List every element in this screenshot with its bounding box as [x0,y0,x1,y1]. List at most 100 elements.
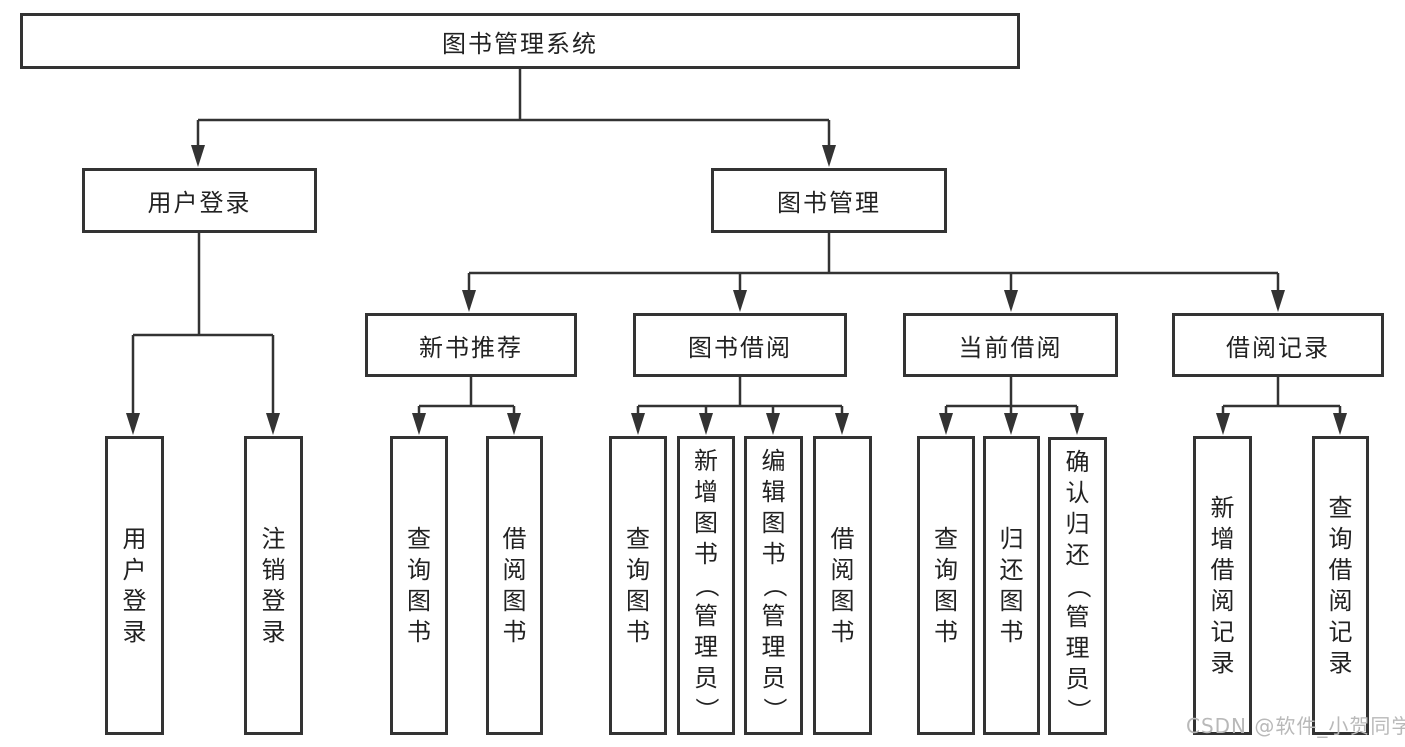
vertical-char: 编 [761,447,786,475]
vertical-char: 登 [261,586,286,615]
vertical-char: 新 [1210,493,1235,522]
vertical-char: 图 [830,586,855,615]
vertical-char: 阅 [502,555,527,584]
vertical-char: 图 [626,586,650,615]
vertical-char: 书 [830,617,855,646]
vertical-char: 阅 [1328,586,1353,615]
vertical-char: 借 [1210,555,1235,584]
vertical-char: 图 [694,509,718,537]
current-borrow-label: 当前借阅 [958,333,1063,362]
connector-bookborrow-leaves [636,377,844,415]
vertical-char: 归 [1065,509,1090,538]
vertical-char: 员 [694,664,718,692]
vertical-char: 还 [1065,540,1090,569]
vertical-char: 录 [1210,648,1235,677]
vertical-char: 员 [761,664,786,692]
vertical-char: 查 [626,524,650,553]
vertical-char: 询 [626,555,650,584]
connector-currentborrow-leaves [944,377,1079,415]
leaf-box-query-borrow-record: 查询借阅记录 [1312,436,1369,735]
vertical-char: 图 [407,586,431,615]
vertical-char: 图 [934,586,958,615]
vertical-char: 记 [1328,617,1353,646]
leaf-box-confirm-return-admin: 确认归还（管理员） [1048,437,1107,735]
connector-bookmgmt-level3 [467,232,1280,292]
book-mgmt-branch-box: 图书管理 [711,168,947,233]
vertical-char: 注 [261,524,286,553]
vertical-char: 查 [934,524,958,553]
vertical-char: ） [760,697,788,722]
book-borrow-box: 图书借阅 [633,313,847,377]
vertical-char: 用 [122,524,147,553]
vertical-char: 管 [694,602,718,630]
vertical-char: 阅 [830,555,855,584]
leaf-box-return-books: 归还图书 [983,436,1040,735]
vertical-char: 书 [502,617,527,646]
root-box: 图书管理系统 [20,13,1020,69]
vertical-char: （ [760,573,788,598]
vertical-char: 录 [122,617,147,646]
vertical-char: 询 [1328,524,1353,553]
vertical-char: 户 [122,555,147,584]
vertical-char: 阅 [1210,586,1235,615]
vertical-char: 查 [1328,493,1353,522]
vertical-char: 书 [761,540,786,568]
vertical-char: 管 [1065,602,1090,631]
vertical-char: 书 [934,617,958,646]
vertical-char: 记 [1210,617,1235,646]
vertical-char: 理 [761,633,786,661]
vertical-char: 登 [122,586,147,615]
vertical-char: 录 [1328,648,1353,677]
leaf-box-borrow-books-rec: 借阅图书 [486,436,543,735]
vertical-char: ） [692,697,721,722]
new-book-rec-label: 新书推荐 [419,333,523,362]
vertical-char: 询 [934,555,958,584]
csdn-watermark: CSDN @软件_小贺同学 [1186,714,1405,738]
vertical-char: 录 [261,617,286,646]
connector-borrowrecords-leaves [1221,377,1342,415]
leaf-box-query-books-current: 查询图书 [917,436,975,735]
vertical-char: 销 [261,555,286,584]
book-mgmt-branch-label: 图书管理 [777,189,881,217]
vertical-char: 增 [1210,524,1235,553]
user-login-branch-label: 用户登录 [147,189,252,217]
vertical-char: 图 [999,586,1024,615]
connector-newbookrec-leaves [417,377,516,415]
leaf-box-user-login: 用户登录 [105,436,164,735]
vertical-char: （ [692,573,721,598]
leaf-box-borrow-books: 借阅图书 [813,436,872,735]
vertical-char: 书 [694,540,718,568]
borrow-records-box: 借阅记录 [1172,313,1384,377]
vertical-char: 书 [999,617,1024,646]
vertical-char: 归 [999,524,1024,553]
leaf-box-edit-books-admin: 编辑图书（管理员） [744,436,803,735]
leaf-box-logout: 注销登录 [244,436,303,735]
vertical-char: 辑 [761,478,786,506]
vertical-char: （ [1064,574,1092,598]
vertical-char: 增 [694,478,718,506]
vertical-char: 管 [761,602,786,630]
current-borrow-box: 当前借阅 [903,313,1118,377]
vertical-char: 还 [999,555,1024,584]
leaf-box-add-books-admin: 新增图书（管理员） [677,436,735,735]
vertical-char: 借 [830,524,855,553]
new-book-rec-box: 新书推荐 [365,313,577,377]
vertical-char: 借 [1328,555,1353,584]
vertical-char: 员 [1065,664,1090,693]
root-label: 图书管理系统 [442,29,598,58]
vertical-char: ） [1064,698,1092,722]
vertical-char: 查 [407,524,431,553]
borrow-records-label: 借阅记录 [1226,333,1330,362]
leaf-box-query-books-borrow: 查询图书 [609,436,667,735]
connector-userlogin-leaves [131,232,275,415]
vertical-char: 图 [502,586,527,615]
vertical-char: 书 [626,617,650,646]
vertical-char: 书 [407,617,431,646]
vertical-char: 借 [502,524,527,553]
vertical-char: 理 [694,633,718,661]
user-login-branch-box: 用户登录 [82,168,317,233]
vertical-char: 询 [407,555,431,584]
vertical-char: 确 [1065,447,1090,476]
